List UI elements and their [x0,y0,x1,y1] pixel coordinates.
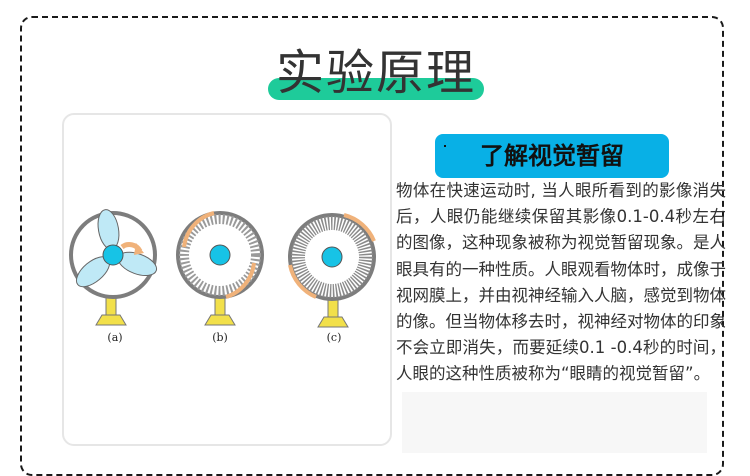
subtitle-text: 了解视觉暂留 [480,142,624,170]
fan-label-b: (b) [212,331,228,344]
fan-illustration-card: (a) (b) (c) [62,113,392,446]
fan-b [176,211,264,326]
fan-label-a: (a) [107,331,122,344]
fan-label-c: (c) [327,331,342,344]
fan-a [69,209,158,326]
page-title-text: 实验原理 [275,45,476,101]
title-highlight-bar [268,78,484,100]
subtitle-badge: 了解视觉暂留 [435,134,669,178]
text-shade [402,392,707,453]
fan-c [288,213,376,328]
explanation-paragraph: 物体在快速运动时, 当人眼所看到的影像消失后，人眼仍能继续保留其影像0.1-0.… [396,181,726,384]
subtitle-dot [444,145,446,147]
fan-illustration: (a) (b) (c) [69,209,376,344]
page-title: 实验原理 [268,40,488,110]
